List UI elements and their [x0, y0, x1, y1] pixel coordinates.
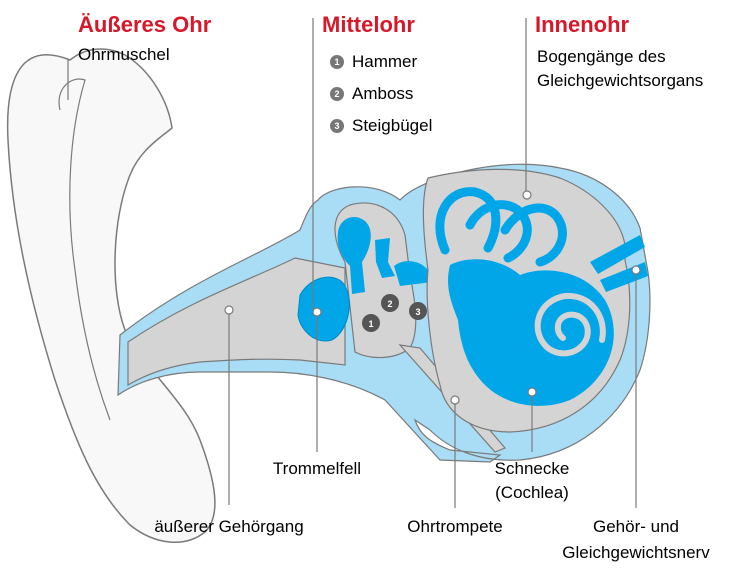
heading-middle-ear: Mittelohr: [322, 12, 415, 37]
svg-text:2: 2: [387, 299, 392, 309]
label-gehoergang: äußerer Gehörgang: [154, 517, 303, 536]
label-amboss: Amboss: [352, 84, 413, 103]
middle-ear-list: 1 Hammer 2 Amboss 3 Steigbügel: [330, 52, 432, 135]
label-hammer: Hammer: [352, 52, 418, 71]
label-schnecke-line2: (Cochlea): [495, 483, 569, 502]
svg-text:3: 3: [415, 307, 420, 317]
heading-inner-ear: Innenohr: [535, 12, 630, 37]
svg-text:1: 1: [368, 319, 373, 329]
label-trommelfell: Trommelfell: [273, 459, 361, 478]
label-bogengaenge-line2: Gleichgewichtsorgans: [537, 71, 703, 90]
svg-text:2: 2: [334, 89, 339, 99]
label-steigbuegel: Steigbügel: [352, 116, 432, 135]
svg-text:1: 1: [334, 57, 339, 67]
label-bogengaenge-line1: Bogengänge des: [537, 47, 666, 66]
heading-outer-ear: Äußeres Ohr: [78, 12, 212, 37]
svg-text:3: 3: [334, 121, 339, 131]
label-ohrtrompete: Ohrtrompete: [407, 517, 502, 536]
eardrum-shape: [298, 277, 349, 341]
label-nerv-line2: Gleichgewichtsnerv: [562, 543, 710, 562]
label-ohrmuschel: Ohrmuschel: [78, 45, 170, 64]
label-nerv-line1: Gehör- und: [593, 517, 679, 536]
label-schnecke-line1: Schnecke: [495, 459, 570, 478]
